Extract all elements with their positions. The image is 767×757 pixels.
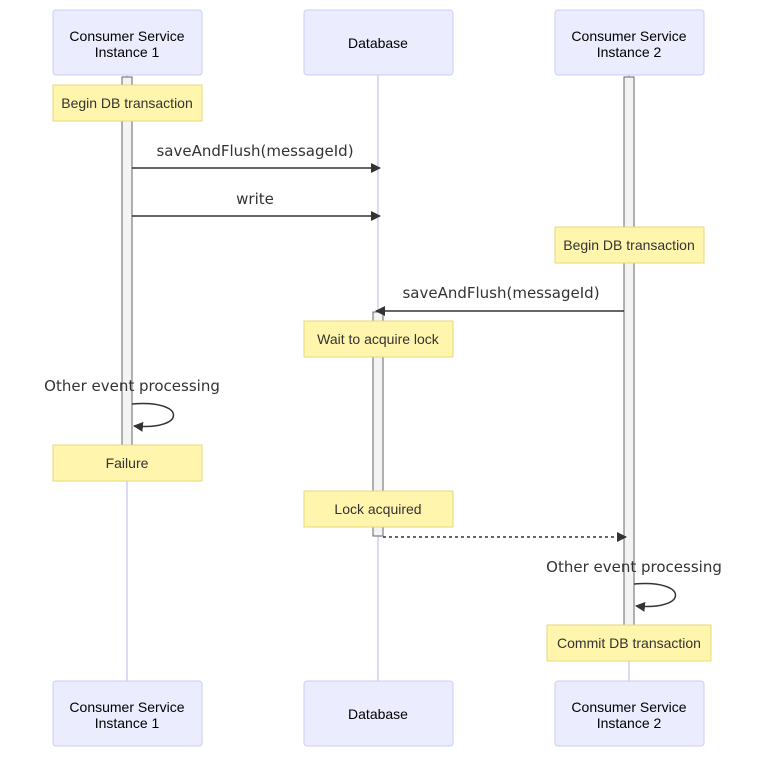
- note-commit-tx: Commit DB transaction: [546, 624, 712, 662]
- actor-top-consumer-2-line1: Consumer Service: [571, 28, 686, 44]
- message-save-flush-1-label: saveAndFlush(messageId): [156, 142, 353, 160]
- note-lock-acquired: Lock acquired: [303, 490, 454, 528]
- actor-top-consumer-1-line2: Instance 1: [95, 44, 160, 60]
- actor-bottom-consumer-2-line2: Instance 2: [597, 715, 662, 731]
- actor-top-consumer-2: Consumer Service Instance 2: [554, 9, 705, 76]
- actor-bottom-database: Database: [303, 680, 454, 747]
- actor-bottom-consumer-2-line1: Consumer Service: [571, 699, 686, 715]
- actor-bottom-database-label: Database: [348, 706, 408, 722]
- message-other-processing-2-label: Other event processing: [546, 558, 722, 576]
- actor-top-consumer-2-line2: Instance 2: [597, 44, 662, 60]
- note-failure-text: Failure: [106, 455, 149, 471]
- note-wait-lock-text: Wait to acquire lock: [317, 331, 440, 347]
- note-begin-tx-1-text: Begin DB transaction: [61, 95, 193, 111]
- message-save-flush-2-label: saveAndFlush(messageId): [402, 284, 599, 302]
- activation-consumer-2: [623, 76, 635, 628]
- message-other-processing-1-label: Other event processing: [44, 377, 220, 395]
- note-failure: Failure: [52, 444, 203, 482]
- actor-bottom-consumer-1-line1: Consumer Service: [69, 699, 184, 715]
- note-wait-lock: Wait to acquire lock: [303, 320, 454, 358]
- note-begin-tx-1: Begin DB transaction: [52, 84, 203, 122]
- actor-top-database-label: Database: [348, 35, 408, 51]
- message-other-processing-1-loop: [131, 402, 175, 432]
- note-begin-tx-2-text: Begin DB transaction: [563, 237, 695, 253]
- actor-top-consumer-1: Consumer Service Instance 1: [52, 9, 203, 76]
- note-begin-tx-2: Begin DB transaction: [554, 226, 705, 264]
- actor-top-consumer-1-line1: Consumer Service: [69, 28, 184, 44]
- actor-bottom-consumer-1-line2: Instance 1: [95, 715, 160, 731]
- note-commit-tx-text: Commit DB transaction: [557, 635, 701, 651]
- note-lock-acquired-text: Lock acquired: [334, 501, 421, 517]
- message-write-label: write: [236, 190, 274, 208]
- actor-bottom-consumer-1: Consumer Service Instance 1: [52, 680, 203, 747]
- actor-bottom-consumer-2: Consumer Service Instance 2: [554, 680, 705, 747]
- message-other-processing-2-loop: [633, 582, 677, 612]
- actor-top-database: Database: [303, 9, 454, 76]
